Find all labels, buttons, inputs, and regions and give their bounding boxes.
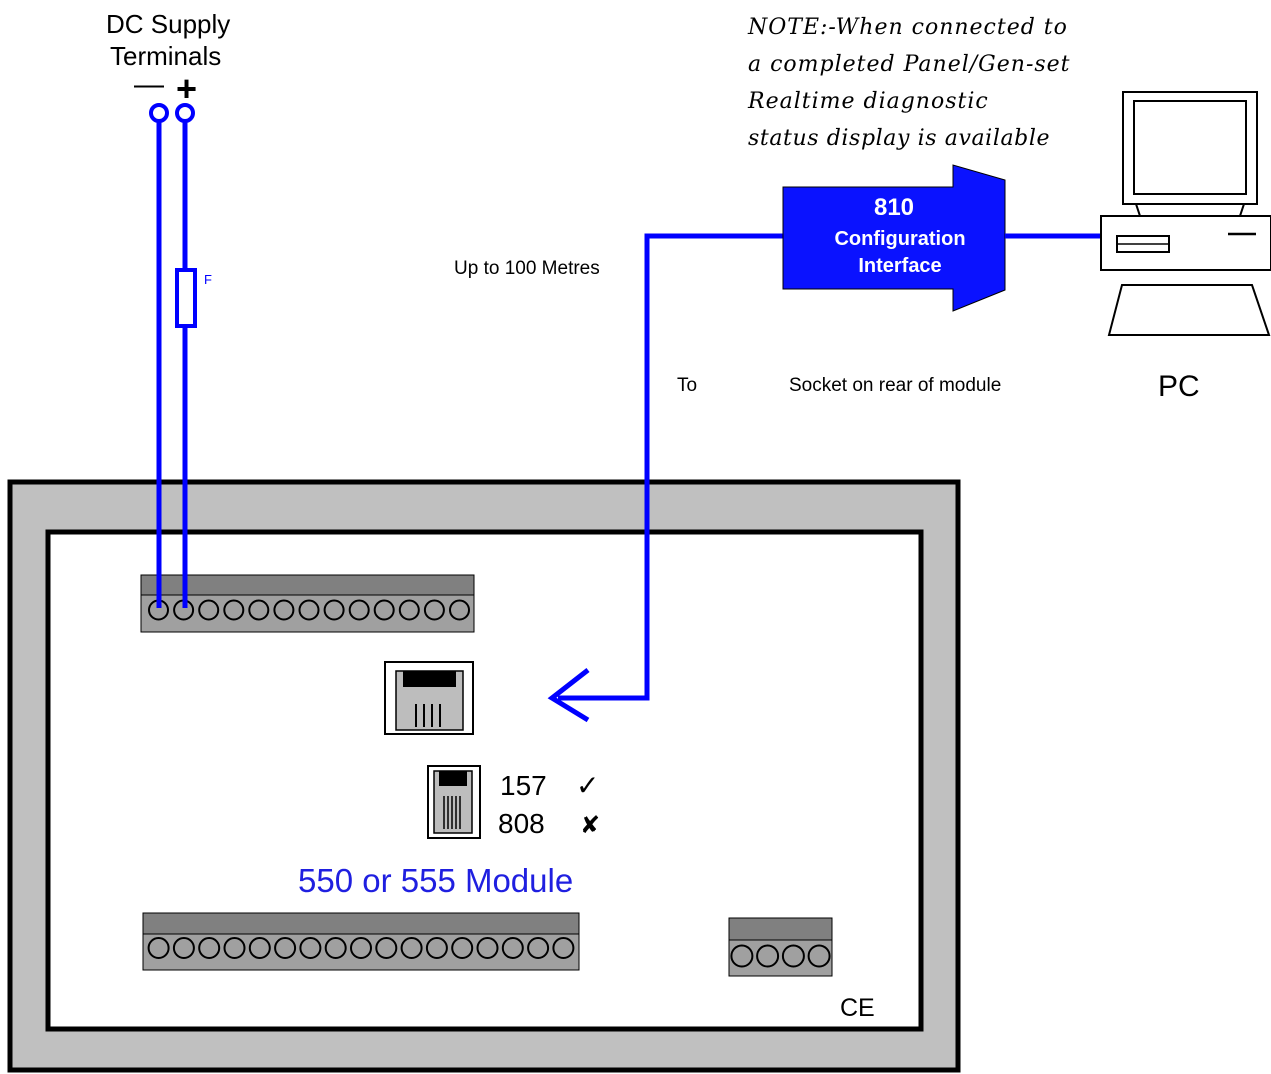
bottom-terminal-screw-icon (400, 937, 423, 959)
side-terminal-screw-icon (781, 944, 805, 968)
top-terminal-screw-icon (248, 599, 270, 621)
top-terminal-screw-icon (273, 599, 295, 621)
compat-no-cross-icon: ✘ (580, 812, 600, 839)
compat-no-code: 808 (498, 808, 545, 839)
compat-yes-code: 157 (500, 770, 547, 801)
note-line-1: NOTE:-When connected to (747, 15, 1068, 40)
bottom-terminal-header (142, 912, 580, 935)
supply-title-line1: DC Supply (106, 9, 230, 39)
cable-distance-label: Up to 100 Metres (454, 258, 600, 279)
config-socket-icon (384, 661, 474, 735)
bottom-terminal-screw-icon (274, 937, 297, 959)
top-terminal-header (140, 574, 475, 596)
bottom-terminal-screw-icon (552, 937, 575, 959)
module-enclosure (7, 479, 961, 1073)
bottom-terminal-screw-icon (198, 937, 221, 959)
supply-minus-symbol: — (134, 68, 164, 101)
config-interface-box (782, 164, 1006, 312)
note-line-2: a completed Panel/Gen-set (748, 52, 1071, 77)
top-terminal-screw-icon (373, 599, 395, 621)
bottom-terminal-screw-icon (299, 937, 322, 959)
negative-terminal-icon (149, 103, 169, 123)
config-cable (547, 233, 783, 723)
note-line-3: Realtime diagnostic (747, 89, 989, 114)
interface-line2: Interface (858, 255, 941, 277)
interface-line1: Configuration (834, 228, 965, 250)
side-terminal-screw-icon (756, 944, 780, 968)
ce-mark: CE (840, 994, 875, 1022)
side-terminal-block (728, 917, 833, 977)
bottom-terminal-screw-icon (248, 937, 271, 959)
top-terminal-screw-icon (423, 599, 445, 621)
top-terminal-screw-icon (323, 599, 345, 621)
top-terminal-screw-icon (198, 599, 220, 621)
bottom-terminal-screw-icon (527, 937, 550, 959)
bottom-terminal-screw-icon (324, 937, 347, 959)
bottom-terminal-screw-icon (501, 937, 524, 959)
side-terminal-header (728, 917, 833, 941)
cable-to-label: To (677, 375, 697, 396)
note-line-4: status display is available (748, 126, 1050, 151)
bottom-terminal-screw-icon (172, 937, 195, 959)
supply-title-line2: Terminals (110, 41, 221, 71)
positive-terminal-icon (175, 103, 195, 123)
cable-socket-label: Socket on rear of module (789, 375, 1001, 396)
bottom-terminal-screw-icon (451, 937, 474, 959)
module-title: 550 or 555 Module (298, 862, 573, 899)
supply-wires (149, 103, 197, 608)
top-terminal-screw-icon (223, 599, 245, 621)
pc-label: PC (1158, 370, 1200, 403)
bottom-terminal-screw-icon (476, 937, 499, 959)
top-terminal-screw-icon (348, 599, 370, 621)
bottom-terminal-screw-icon (350, 937, 372, 959)
bottom-terminal-screw-icon (375, 937, 398, 959)
bottom-terminal-screw-icon (223, 937, 246, 959)
side-terminal-screw-icon (730, 944, 754, 968)
fuse-label: F (204, 272, 212, 287)
note-block: NOTE:-When connected to a completed Pane… (747, 15, 1071, 151)
top-terminal-screw-icon (398, 599, 420, 621)
bottom-terminal-screw-icon (147, 937, 170, 959)
small-socket-icon (427, 765, 481, 839)
top-terminal-screw-icon (298, 599, 320, 621)
bottom-terminal-screw-icon (425, 937, 448, 959)
supply-plus-symbol: + (176, 68, 197, 109)
compat-yes-check-icon: ✓ (576, 770, 599, 801)
top-terminal-block (140, 574, 475, 633)
pc-icon (1100, 91, 1271, 336)
interface-number: 810 (874, 194, 914, 221)
side-terminal-screw-icon (807, 944, 831, 968)
bottom-terminal-block (142, 912, 580, 971)
fuse-icon (175, 268, 197, 328)
top-terminal-screw-icon (449, 599, 470, 621)
arrowhead-icon (547, 668, 590, 723)
